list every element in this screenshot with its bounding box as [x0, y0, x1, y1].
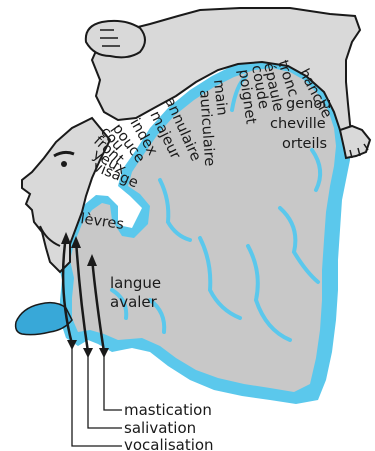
- label-orteils: orteils: [282, 136, 327, 152]
- label-salivation: salivation: [124, 419, 196, 437]
- label-genou: genou: [286, 96, 331, 112]
- toes: [340, 126, 370, 158]
- label-avaler: avaler: [110, 293, 158, 311]
- label-mastication: mastication: [124, 401, 212, 419]
- function-labels: mastication salivation vocalisation: [124, 401, 214, 451]
- label-vocalisation: vocalisation: [124, 436, 214, 451]
- leader-lines: [72, 344, 122, 446]
- fist: [86, 21, 145, 57]
- label-langue: langue: [110, 274, 161, 292]
- eye: [61, 161, 67, 167]
- label-cheville: cheville: [270, 116, 326, 132]
